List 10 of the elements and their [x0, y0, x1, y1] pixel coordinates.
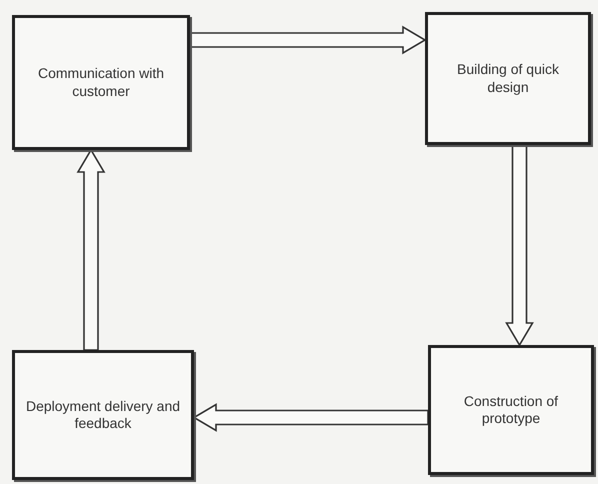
- process-box: [425, 12, 591, 145]
- box-label: Deployment delivery and feedback: [24, 398, 182, 432]
- block-arrow: [189, 26, 427, 54]
- box-label: Building of quick design: [456, 61, 560, 96]
- block-arrow: [505, 144, 534, 347]
- process-box: [428, 345, 594, 475]
- box-label: Construction of prototype: [462, 392, 560, 428]
- process-box: [12, 350, 194, 480]
- box-label: Communication with customer: [36, 65, 166, 100]
- process-box: [12, 15, 190, 150]
